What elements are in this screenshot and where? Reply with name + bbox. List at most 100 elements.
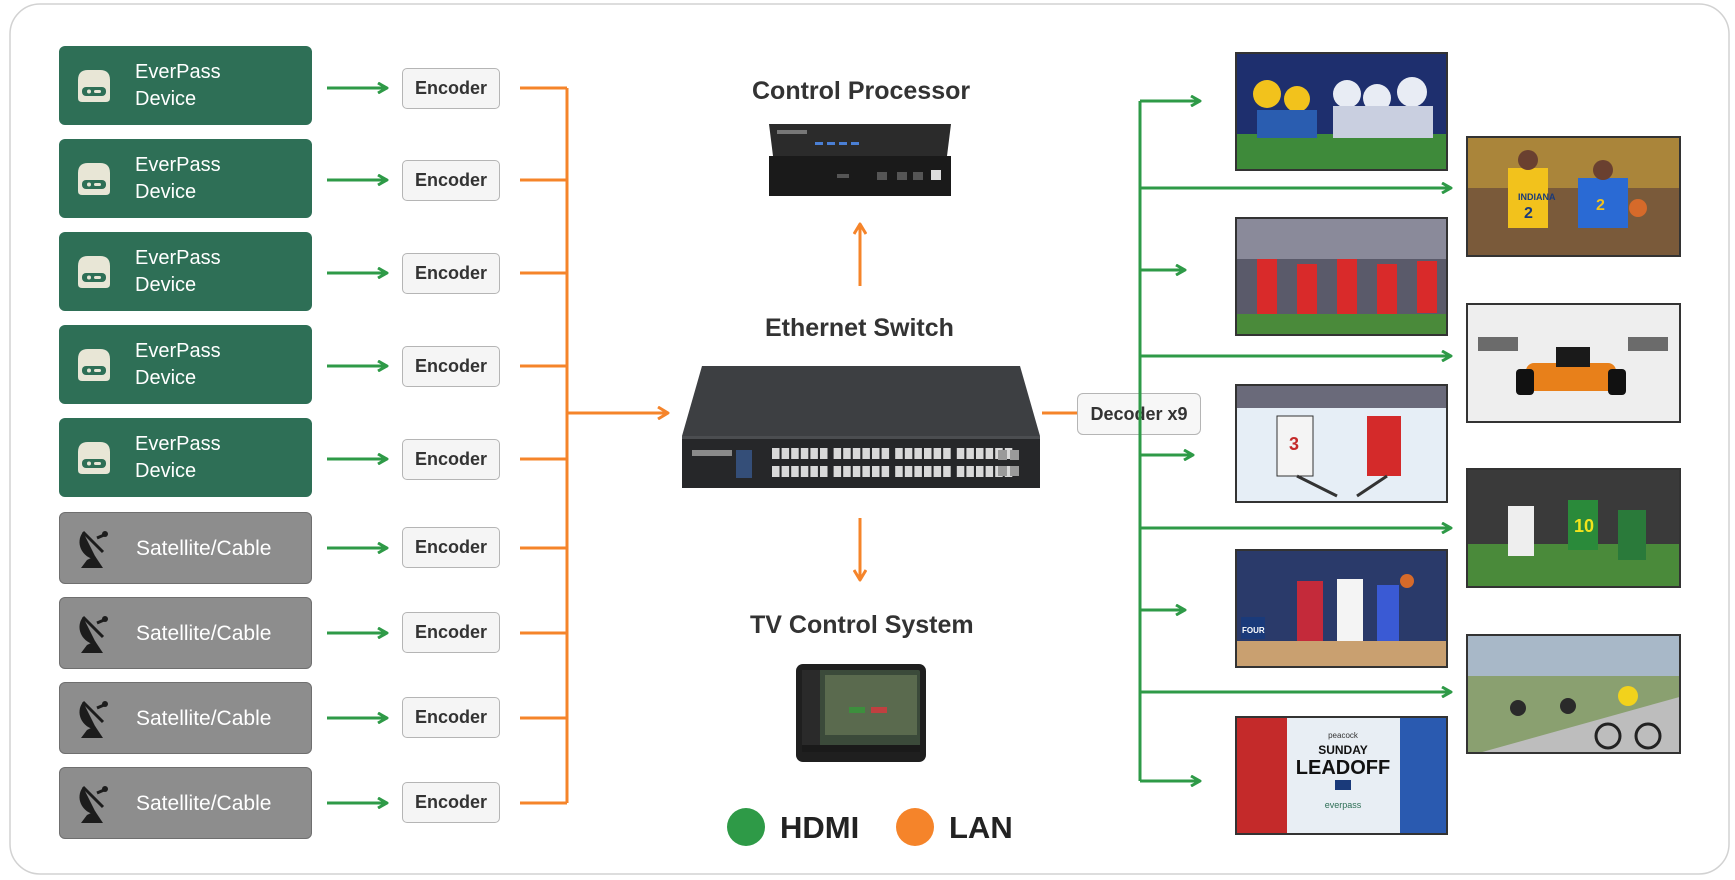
switch-port bbox=[800, 466, 809, 477]
satellite-cable-source-4: Satellite/Cable bbox=[59, 767, 312, 839]
source-label-line2: Device bbox=[135, 273, 197, 296]
source-label-line1: EverPass bbox=[135, 153, 221, 176]
leadoff-text: LEADOFF bbox=[1296, 757, 1390, 779]
switch-port bbox=[976, 466, 984, 477]
jersey-number: 10 bbox=[1574, 516, 1594, 536]
switch-port bbox=[852, 466, 861, 477]
switch-port bbox=[914, 466, 922, 477]
switch-port bbox=[810, 466, 818, 477]
encoder-box-4: Encoder bbox=[402, 346, 500, 387]
encoder-box-2: Encoder bbox=[402, 160, 500, 201]
everpass-logo-text: everpass bbox=[1325, 800, 1362, 810]
ethernet-switch-device bbox=[682, 366, 1040, 488]
decoder-box: Decoder x9 bbox=[1077, 393, 1201, 435]
switch-port bbox=[933, 448, 942, 459]
tv-screen-cycling bbox=[1466, 634, 1681, 754]
switch-port bbox=[985, 466, 994, 477]
switch-port bbox=[843, 466, 851, 477]
satellite-cable-source-3: Satellite/Cable bbox=[59, 682, 312, 754]
jersey-number: 2 bbox=[1524, 205, 1533, 222]
switch-port bbox=[800, 448, 809, 459]
everpass-device-icon bbox=[59, 232, 129, 311]
switch-port bbox=[833, 466, 842, 477]
encoder-box-1: Encoder bbox=[402, 68, 500, 109]
encoder-box-9: Encoder bbox=[402, 782, 500, 823]
source-label-line1: EverPass bbox=[135, 246, 221, 269]
everpass-device-icon bbox=[59, 325, 129, 404]
tv-screen-formula-1 bbox=[1466, 303, 1681, 423]
switch-port bbox=[985, 448, 994, 459]
switch-port bbox=[933, 466, 942, 477]
legend-hdmi-dot bbox=[727, 808, 765, 846]
switch-port bbox=[966, 448, 974, 459]
switch-port bbox=[820, 466, 828, 477]
switch-port bbox=[781, 466, 790, 477]
source-label-line2: Device bbox=[135, 459, 197, 482]
encoder-box-7: Encoder bbox=[402, 612, 500, 653]
switch-port bbox=[976, 448, 984, 459]
switch-port bbox=[895, 466, 903, 477]
everpass-device-icon bbox=[59, 46, 129, 125]
switch-port bbox=[791, 466, 799, 477]
sunday-text: SUNDAY bbox=[1318, 743, 1368, 757]
arena-sign-text: FOUR bbox=[1242, 626, 1265, 635]
ethernet-switch-title: Ethernet Switch bbox=[765, 314, 954, 342]
switch-port bbox=[956, 466, 965, 477]
switch-port bbox=[914, 448, 922, 459]
tv-control-system-title: TV Control System bbox=[750, 611, 974, 639]
switch-port bbox=[872, 448, 880, 459]
switch-sfp-port bbox=[1010, 466, 1019, 476]
source-label-line1: EverPass bbox=[135, 60, 221, 83]
switch-port bbox=[924, 448, 932, 459]
switch-sfp-port bbox=[998, 466, 1007, 476]
encoder-box-6: Encoder bbox=[402, 527, 500, 568]
satellite-dish-icon bbox=[60, 768, 130, 838]
switch-port bbox=[862, 466, 870, 477]
switch-port bbox=[820, 448, 828, 459]
switch-sfp-port bbox=[1010, 450, 1019, 460]
source-label: Satellite/Cable bbox=[136, 706, 272, 730]
control-processor-title: Control Processor bbox=[752, 77, 971, 105]
switch-port bbox=[956, 448, 965, 459]
satellite-dish-icon bbox=[60, 683, 130, 753]
tv-control-tablet bbox=[796, 664, 926, 762]
satellite-dish-icon bbox=[60, 598, 130, 668]
switch-port bbox=[843, 448, 851, 459]
source-label-line1: EverPass bbox=[135, 432, 221, 455]
control-processor-device bbox=[769, 124, 951, 196]
switch-port bbox=[881, 448, 890, 459]
tv-screen-ice-hockey: 3 bbox=[1235, 384, 1448, 503]
switch-port bbox=[904, 466, 913, 477]
source-label-line2: Device bbox=[135, 180, 197, 203]
source-label-line2: Device bbox=[135, 87, 197, 110]
peacock-logo-text: peacock bbox=[1328, 731, 1359, 740]
satellite-dish-icon bbox=[60, 513, 130, 583]
switch-port bbox=[852, 448, 861, 459]
tv-screen-basketball: INDIANA 2 2 bbox=[1466, 136, 1681, 257]
switch-port bbox=[966, 466, 974, 477]
encoder-box-5: Encoder bbox=[402, 439, 500, 480]
switch-port bbox=[895, 448, 903, 459]
tv-screen-soccer bbox=[1235, 217, 1448, 336]
switch-port bbox=[943, 466, 951, 477]
source-label-line1: EverPass bbox=[135, 339, 221, 362]
switch-port bbox=[810, 448, 818, 459]
encoder-box-3: Encoder bbox=[402, 253, 500, 294]
source-label: Satellite/Cable bbox=[136, 621, 272, 645]
source-label: Satellite/Cable bbox=[136, 536, 272, 560]
legend-hdmi-label: HDMI bbox=[780, 810, 860, 845]
encoder-box-8: Encoder bbox=[402, 697, 500, 738]
jersey-number: 2 bbox=[1596, 197, 1605, 214]
switch-port bbox=[862, 448, 870, 459]
tv-screen-college-football: 10 bbox=[1466, 468, 1681, 588]
jersey-text: INDIANA bbox=[1518, 192, 1556, 202]
tv-screen-womens-basketball: FOUR bbox=[1235, 549, 1448, 668]
tv-screen-american-football bbox=[1235, 52, 1448, 171]
everpass-device-icon bbox=[59, 139, 129, 218]
switch-port bbox=[924, 466, 932, 477]
legend-lan-dot bbox=[896, 808, 934, 846]
switch-port bbox=[772, 466, 780, 477]
